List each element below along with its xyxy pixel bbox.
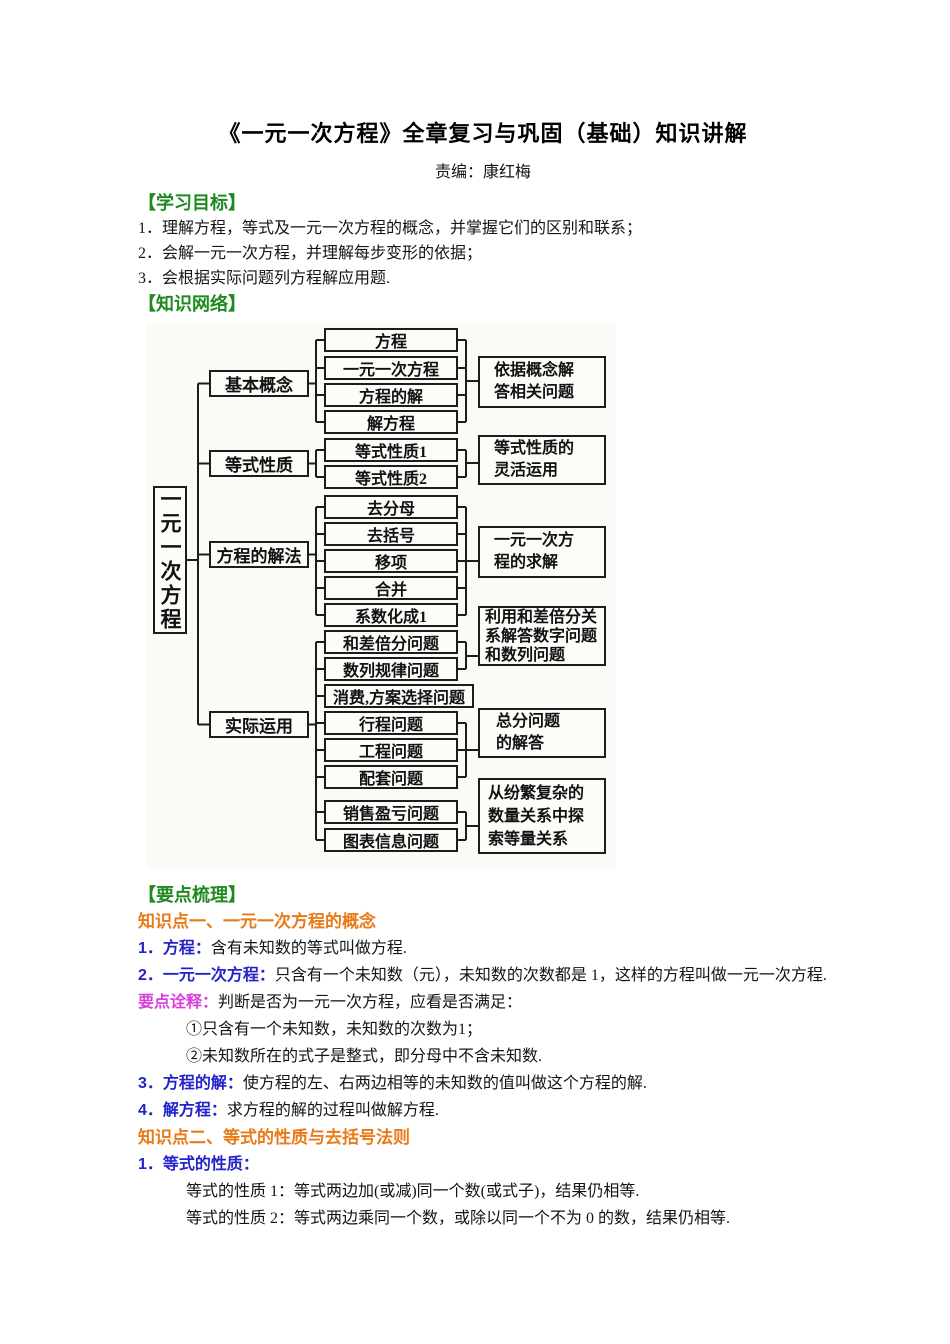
diagram-node: 移项 — [324, 549, 458, 573]
definition-text: 含有未知数的等式叫做方程. — [210, 940, 407, 957]
diagram-outcome-box: 总分问题 的解答 — [478, 708, 606, 758]
diagram-node: 去括号 — [324, 522, 458, 546]
section-header-network: 【知识网络】 — [138, 294, 246, 314]
kp1-item-solution: 3．方程的解：使方程的左、右两边相等的未知数的值叫做这个方程的解. — [138, 1070, 828, 1097]
node-equality-properties: 等式性质 — [209, 450, 309, 477]
diagram-node: 图表信息问题 — [324, 828, 458, 852]
section-header-objectives: 【学习目标】 — [138, 193, 246, 213]
diagram-node: 工程问题 — [324, 738, 458, 762]
outcome-line: 数量关系中探 — [488, 807, 585, 825]
section-header-outline: 【要点梳理】 — [138, 885, 246, 905]
kp1-item-solving: 4．解方程：求方程的解的过程叫做解方程. — [138, 1097, 828, 1124]
outcome-line: 依据概念解 — [494, 362, 575, 379]
document-page: 《一元一次方程》全章复习与巩固（基础）知识讲解 责编：康红梅 【学习目标】 1．… — [138, 0, 828, 1232]
diagram-node: 销售盈亏问题 — [324, 800, 458, 824]
kp1-item-equation: 1．方程：含有未知数的等式叫做方程. — [138, 935, 828, 962]
term-label: 3．方程的解： — [138, 1075, 243, 1092]
term-label: 4．解方程： — [138, 1102, 227, 1119]
diagram-outcome-box: 从纷繁复杂的 数量关系中探 索等量关系 — [478, 778, 606, 854]
note-text: 判断是否为一元一次方程，应看是否满足： — [218, 994, 523, 1011]
objective-item: 3．会根据实际问题列方程解应用题. — [138, 270, 391, 287]
outcome-line: 一元一次方 — [494, 532, 575, 549]
connector-lines — [187, 339, 478, 841]
outcome-line: 从纷繁复杂的 — [488, 784, 585, 802]
editor-line: 责编：康红梅 — [434, 164, 531, 181]
diagram-outcome-box: 依据概念解 答相关问题 — [478, 356, 606, 408]
objective-item: 2．会解一元一次方程，并理解每步变形的依据； — [138, 245, 483, 262]
equality-property-line: 等式的性质 1：等式两边加(或减)同一个数(或式子)，结果仍相等. — [186, 1183, 640, 1200]
diagram-node: 等式性质2 — [324, 465, 458, 489]
definition-text: 只含有一个未知数（元），未知数的次数都是 1，这样的方程叫做一元一次方程. — [274, 967, 827, 984]
diagram-outcome-box: 一元一次方 程的求解 — [478, 526, 606, 578]
outcome-line: 和数列问题 — [485, 646, 566, 664]
node-root-label: 一元一次方程 — [158, 488, 182, 632]
note-label: 要点诠释： — [138, 994, 219, 1011]
kp1-item-linear-equation: 2．一元一次方程：只含有一个未知数（元），未知数的次数都是 1，这样的方程叫做一… — [138, 962, 828, 989]
diagram-node: 消费,方案选择问题 — [324, 684, 474, 708]
note-item: ②未知数所在的式子是整式，即分母中不含未知数. — [186, 1048, 543, 1065]
outcome-line: 等式性质的 — [494, 440, 575, 457]
diagram-node: 去分母 — [324, 495, 458, 519]
outcome-line: 总分问题 — [496, 713, 561, 730]
diagram-node: 合并 — [324, 576, 458, 600]
node-practical-use: 实际运用 — [209, 711, 309, 738]
outcome-line: 灵活运用 — [494, 462, 559, 479]
kp1-note: 要点诠释：判断是否为一元一次方程，应看是否满足： — [138, 989, 828, 1016]
outcome-line: 系解答数字问题 — [485, 627, 598, 645]
kp2-item-properties: 1．等式的性质： — [138, 1151, 828, 1178]
outcome-line: 利用和差倍分关 — [485, 608, 598, 626]
equality-property-line: 等式的性质 2：等式两边乘同一个数，或除以同一个不为 0 的数，结果仍相等. — [186, 1210, 731, 1227]
diagram-node: 数列规律问题 — [324, 657, 458, 681]
outcome-line: 程的求解 — [494, 554, 559, 571]
outcome-line: 的解答 — [496, 735, 545, 752]
knowledge-network-diagram: 一元一次方程 基本概念 等式性质 方程的解法 实际运用 方程 一元一次方程 方程… — [146, 323, 616, 868]
kp2-header: 知识点二、等式的性质与去括号法则 — [138, 1128, 410, 1147]
diagram-outcome-box: 等式性质的 灵活运用 — [478, 435, 606, 485]
diagram-node: 系数化成1 — [324, 603, 458, 627]
outcome-line: 答相关问题 — [494, 384, 575, 401]
diagram-outcome-box: 利用和差倍分关 系解答数字问题 和数列问题 — [478, 606, 606, 666]
node-basic-concepts: 基本概念 — [209, 370, 309, 397]
diagram-node: 等式性质1 — [324, 438, 458, 462]
term-label: 2．一元一次方程： — [138, 967, 275, 984]
diagram-node: 行程问题 — [324, 711, 458, 735]
kp1-header: 知识点一、一元一次方程的概念 — [138, 912, 376, 931]
diagram-node: 方程 — [324, 328, 458, 352]
page-title: 《一元一次方程》全章复习与巩固（基础）知识讲解 — [218, 121, 748, 146]
diagram-node: 配套问题 — [324, 765, 458, 789]
term-label: 1．等式的性质： — [138, 1156, 259, 1173]
node-solving-methods: 方程的解法 — [209, 541, 309, 568]
outcome-line: 索等量关系 — [488, 830, 569, 848]
term-label: 1．方程： — [138, 940, 211, 957]
node-root: 一元一次方程 — [153, 486, 187, 634]
diagram-node: 和差倍分问题 — [324, 630, 458, 654]
objective-item: 1．理解方程，等式及一元一次方程的概念，并掌握它们的区别和联系； — [138, 220, 643, 237]
diagram-node: 方程的解 — [324, 383, 458, 407]
definition-text: 求方程的解的过程叫做解方程. — [226, 1102, 439, 1119]
diagram-node: 解方程 — [324, 410, 458, 434]
diagram-node: 一元一次方程 — [324, 356, 458, 380]
note-item: ①只含有一个未知数，未知数的次数为1； — [186, 1021, 483, 1038]
definition-text: 使方程的左、右两边相等的未知数的值叫做这个方程的解. — [242, 1075, 647, 1092]
